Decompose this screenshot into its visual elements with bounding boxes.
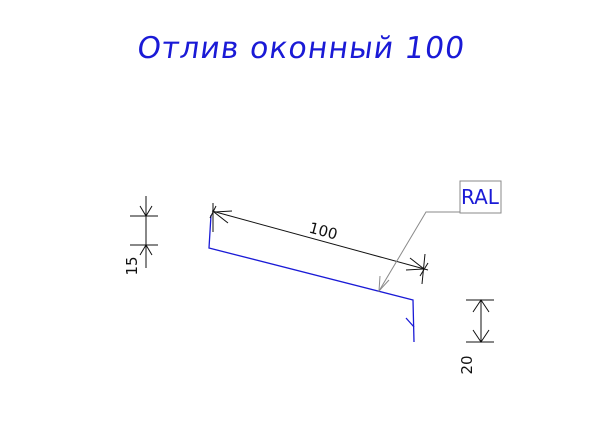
length-dimension-line bbox=[211, 210, 429, 271]
sill-profile-outline bbox=[208, 214, 415, 343]
drawing-title: Отлив оконный 100 bbox=[135, 31, 468, 66]
length-dimension-label: 100 bbox=[307, 219, 339, 244]
left-height-arrow-top bbox=[139, 205, 153, 217]
length-dimension: 100 bbox=[209, 203, 429, 285]
ral-leader-line bbox=[378, 211, 460, 292]
left-height-dimension: 15 bbox=[123, 196, 158, 276]
left-height-dimension-label: 15 bbox=[123, 256, 141, 275]
ral-callout-frame bbox=[459, 180, 502, 214]
ral-callout-label: RAL bbox=[461, 185, 500, 209]
length-tick-right bbox=[419, 262, 429, 277]
length-arrow-left bbox=[212, 210, 233, 224]
length-tick-left bbox=[209, 205, 217, 219]
right-height-dimension-label: 20 bbox=[458, 355, 476, 374]
ral-callout: RAL bbox=[378, 180, 502, 293]
right-height-arrow-top bbox=[472, 299, 490, 313]
left-height-arrow-bottom bbox=[139, 244, 153, 256]
ral-leader-arrow bbox=[378, 275, 390, 293]
sill-drip-hook bbox=[405, 317, 415, 328]
sill-profile bbox=[208, 214, 415, 343]
right-height-arrow-bottom bbox=[472, 329, 490, 343]
right-height-dimension: 20 bbox=[458, 299, 494, 375]
